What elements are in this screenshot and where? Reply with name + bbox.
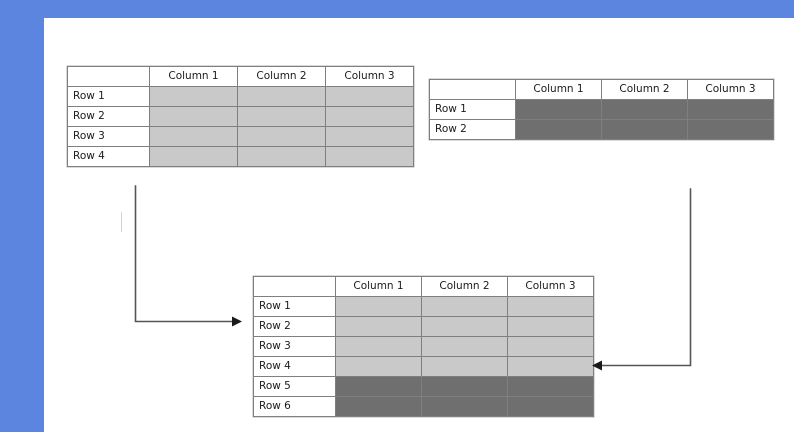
corner-cell — [429, 79, 516, 100]
data-cell — [687, 99, 774, 120]
corner-cell — [253, 276, 336, 297]
table-row: Row 1 — [67, 86, 414, 107]
data-cell — [335, 296, 422, 317]
data-cell — [335, 316, 422, 337]
row-label: Row 3 — [253, 336, 336, 357]
arrow-source-b-to-result — [592, 188, 692, 371]
table-row: Row 1 — [429, 99, 774, 120]
row-label: Row 1 — [253, 296, 336, 317]
row-label: Row 5 — [253, 376, 336, 397]
row-label: Row 1 — [429, 99, 516, 120]
data-cell — [601, 119, 688, 140]
row-label: Row 4 — [67, 146, 150, 167]
data-cell — [237, 86, 326, 107]
data-cell — [507, 396, 594, 417]
table-row: Row 6 — [253, 396, 594, 417]
table-row: Row 3 — [67, 126, 414, 147]
data-cell — [325, 106, 414, 127]
data-cell — [335, 336, 422, 357]
table-row: Row 3 — [253, 336, 594, 357]
table-row-header: Column 1 Column 2 Column 3 — [429, 79, 774, 100]
table-row: Row 5 — [253, 376, 594, 397]
corner-cell — [67, 66, 150, 87]
result-table: Column 1 Column 2 Column 3 Row 1 Row 2 R… — [253, 276, 594, 417]
row-label: Row 4 — [253, 356, 336, 377]
data-cell — [149, 86, 238, 107]
table-row: Row 2 — [253, 316, 594, 337]
table-row: Row 4 — [253, 356, 594, 377]
data-cell — [421, 356, 508, 377]
data-cell — [325, 86, 414, 107]
table-row: Row 1 — [253, 296, 594, 317]
data-cell — [687, 119, 774, 140]
data-cell — [335, 396, 422, 417]
column-header-2: Column 2 — [601, 79, 688, 100]
source-table-a: Column 1 Column 2 Column 3 Row 1 Row 2 R… — [67, 66, 414, 167]
data-cell — [421, 296, 508, 317]
source-table-b: Column 1 Column 2 Column 3 Row 1 Row 2 — [429, 79, 774, 140]
table-row: Row 2 — [429, 119, 774, 140]
arrow-source-a-to-result — [134, 185, 242, 327]
column-header-1: Column 1 — [335, 276, 422, 297]
data-cell — [507, 356, 594, 377]
row-label: Row 6 — [253, 396, 336, 417]
data-cell — [149, 126, 238, 147]
data-cell — [421, 376, 508, 397]
row-label: Row 1 — [67, 86, 150, 107]
table-row: Row 4 — [67, 146, 414, 167]
data-cell — [325, 126, 414, 147]
column-header-3: Column 3 — [687, 79, 774, 100]
column-header-1: Column 1 — [515, 79, 602, 100]
table-row: Row 2 — [67, 106, 414, 127]
row-label: Row 3 — [67, 126, 150, 147]
data-cell — [335, 376, 422, 397]
data-cell — [421, 316, 508, 337]
row-label: Row 2 — [253, 316, 336, 337]
data-cell — [601, 99, 688, 120]
column-header-3: Column 3 — [507, 276, 594, 297]
data-cell — [325, 146, 414, 167]
slide-canvas: Column 1 Column 2 Column 3 Row 1 Row 2 R… — [44, 18, 794, 432]
table-row-header: Column 1 Column 2 Column 3 — [253, 276, 594, 297]
data-cell — [237, 146, 326, 167]
column-header-1: Column 1 — [149, 66, 238, 87]
data-cell — [421, 396, 508, 417]
data-cell — [237, 126, 326, 147]
text-caret-artifact — [121, 212, 122, 232]
data-cell — [515, 99, 602, 120]
data-cell — [507, 336, 594, 357]
table-row-header: Column 1 Column 2 Column 3 — [67, 66, 414, 87]
data-cell — [149, 146, 238, 167]
column-header-2: Column 2 — [237, 66, 326, 87]
data-cell — [335, 356, 422, 377]
data-cell — [515, 119, 602, 140]
data-cell — [237, 106, 326, 127]
column-header-3: Column 3 — [325, 66, 414, 87]
column-header-2: Column 2 — [421, 276, 508, 297]
data-cell — [149, 106, 238, 127]
data-cell — [507, 316, 594, 337]
data-cell — [507, 296, 594, 317]
data-cell — [507, 376, 594, 397]
row-label: Row 2 — [429, 119, 516, 140]
row-label: Row 2 — [67, 106, 150, 127]
data-cell — [421, 336, 508, 357]
